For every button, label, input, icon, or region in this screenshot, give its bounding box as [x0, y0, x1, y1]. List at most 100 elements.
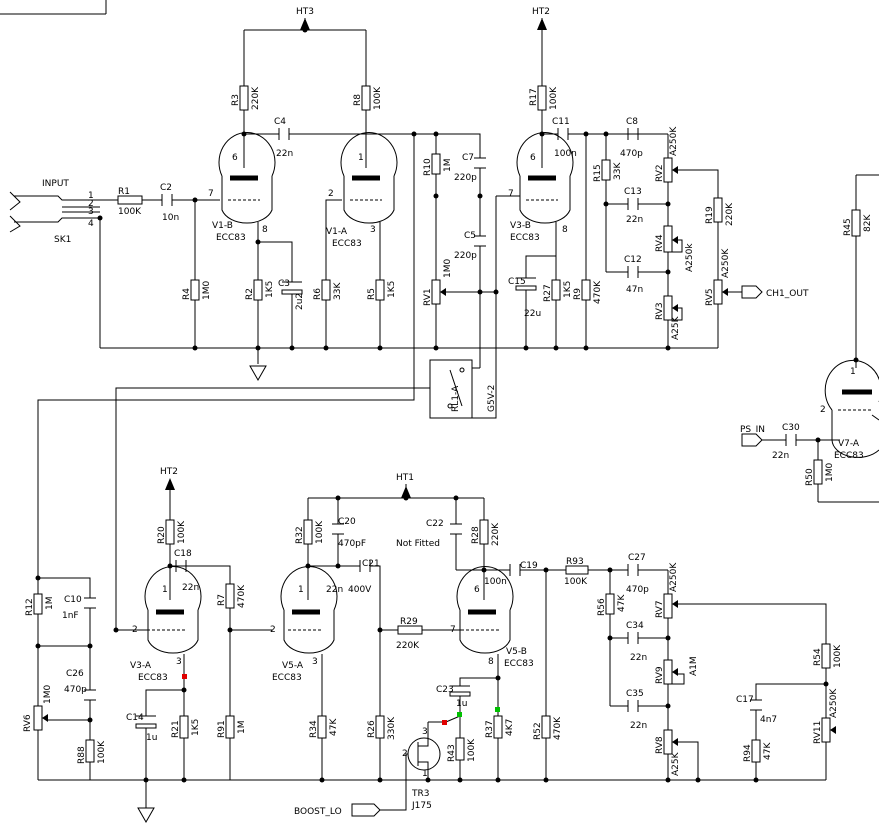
- resistors-r43-0: R43: [447, 744, 457, 762]
- tube-v3a: [144, 566, 202, 654]
- jack-pin-4: 4: [88, 219, 94, 229]
- ps-in-port: [741, 433, 763, 447]
- resistors-r94-1: 47K: [763, 742, 773, 760]
- pots-rv9-1: A1M: [689, 656, 699, 676]
- rv3-body: [663, 295, 673, 321]
- svg-text:2: 2: [132, 625, 138, 635]
- input-jack-sk1: [9, 191, 21, 233]
- capacitors-c4-1: 22n: [276, 149, 293, 159]
- rv11-body: [821, 717, 831, 743]
- resistors-r54-1: 100K: [833, 644, 843, 668]
- svg-text:8: 8: [262, 225, 268, 235]
- r50-body: [813, 459, 823, 485]
- r1-body: [117, 195, 143, 205]
- resistors-r28-1: 220K: [491, 522, 501, 546]
- capacitors-c27-1: 470p: [626, 585, 649, 595]
- rv1-body: [431, 279, 441, 305]
- ch1-out-port: [741, 285, 763, 299]
- svg-text:2: 2: [402, 749, 408, 759]
- top-stage-wires: [14, 18, 879, 578]
- capacitors-c3-1: 2u2: [295, 293, 305, 310]
- rv8-body: [663, 729, 673, 755]
- resistors-r17-0: R17: [529, 88, 539, 106]
- resistors-r15-1: 33K: [613, 162, 623, 180]
- resistors-r88-0: R88: [77, 746, 87, 764]
- pots-rv11-0: RV11: [813, 721, 823, 744]
- resistors-r32-1: 100K: [315, 520, 325, 544]
- resistors-r27-0: R27: [543, 284, 553, 302]
- pots-rv3-1: A25K: [671, 315, 681, 340]
- svg-text:2: 2: [820, 405, 826, 415]
- test-point-red-1: [182, 674, 187, 679]
- r93-body: [565, 565, 589, 575]
- r28-body: [479, 519, 489, 545]
- capacitors-c22-0: C22: [426, 519, 444, 529]
- tube-v1b: [218, 132, 276, 224]
- r27-body: [551, 279, 561, 301]
- resistors-r21-1: 1K5: [191, 719, 201, 736]
- tube-v7a: [824, 359, 879, 458]
- resistors-r52-0: R52: [533, 722, 543, 740]
- svg-text:8: 8: [562, 225, 568, 235]
- capacitors-c13-0: C13: [624, 187, 642, 197]
- resistors-r20-0: R20: [157, 526, 167, 544]
- capacitors-c34-1: 22n: [630, 653, 647, 663]
- v5b-ref: V5-B: [506, 647, 527, 657]
- resistors-r15-0: R15: [593, 164, 603, 182]
- capacitors-c35-0: C35: [626, 689, 644, 699]
- resistors-r6-0: R6: [313, 288, 323, 300]
- ground-bottom: [137, 807, 155, 824]
- r52-body: [541, 715, 551, 739]
- r26-body: [375, 715, 385, 739]
- capacitors-c7-0: C7: [462, 153, 474, 163]
- resistors-r93-0: R93: [566, 557, 584, 567]
- resistors-r8-0: R8: [353, 94, 363, 106]
- resistors-r1-0: R1: [118, 187, 130, 197]
- resistors-r43-1: 100K: [467, 738, 477, 762]
- svg-text:6: 6: [530, 153, 536, 163]
- capacitors-c14-1: 1u: [146, 733, 157, 743]
- v1a-value: ECC83: [332, 239, 362, 249]
- resistors-r2-1: 1K5: [265, 281, 275, 298]
- resistors-r19-0: R19: [705, 206, 715, 224]
- rv4-body: [663, 225, 673, 253]
- r21-body: [179, 715, 189, 739]
- resistors-r10-1: 1M: [443, 159, 453, 173]
- r15-body: [601, 159, 611, 181]
- r2-body: [253, 279, 263, 301]
- r5-body: [375, 279, 385, 301]
- resistors-r12-1: 1M: [45, 597, 55, 611]
- pots-rv8-0: RV8: [655, 736, 665, 754]
- resistors-r7-1: 470K: [237, 584, 247, 608]
- jack-pin-3: 3: [88, 207, 94, 217]
- tubes: [144, 132, 879, 654]
- capacitors-c30-0: C30: [782, 423, 800, 433]
- resistor-labels: R1 100K R3 220K R8 100K R17 100K R4 1M0 …: [25, 86, 873, 764]
- misc-tr3: TR3: [411, 789, 429, 799]
- ground-top: [249, 365, 267, 382]
- pots-rv1-0: RV1: [423, 288, 433, 306]
- jack-pin-2: 2: [88, 199, 94, 209]
- capacitors-c2-0: C2: [160, 183, 172, 193]
- rv2-body: [663, 157, 673, 183]
- capacitors-c5-0: C5: [464, 231, 476, 241]
- misc-rl1: RL1-A: [451, 385, 461, 412]
- capacitors-c13-1: 22n: [626, 215, 643, 225]
- v7a-value: ECC83: [834, 451, 864, 461]
- rv6-body: [33, 705, 43, 731]
- resistors-r50-0: R50: [805, 468, 815, 486]
- resistor-bodies: [33, 85, 861, 763]
- svg-text:7: 7: [208, 189, 214, 199]
- label-ht2-bottom: HT2: [160, 467, 178, 477]
- resistors-r45-0: R45: [843, 218, 853, 236]
- jack-pin-1: 1: [88, 191, 94, 201]
- svg-text:1: 1: [850, 367, 856, 377]
- svg-text:6: 6: [474, 585, 480, 595]
- capacitors-c15-1: 22u: [524, 309, 541, 319]
- tube-v5b: [456, 566, 514, 654]
- svg-text:8: 8: [488, 657, 494, 667]
- resistors-r94-0: R94: [743, 744, 753, 762]
- resistors-r56-1: 47K: [617, 594, 627, 612]
- resistors-r20-1: 100K: [177, 520, 187, 544]
- resistors-r56-0: R56: [597, 598, 607, 616]
